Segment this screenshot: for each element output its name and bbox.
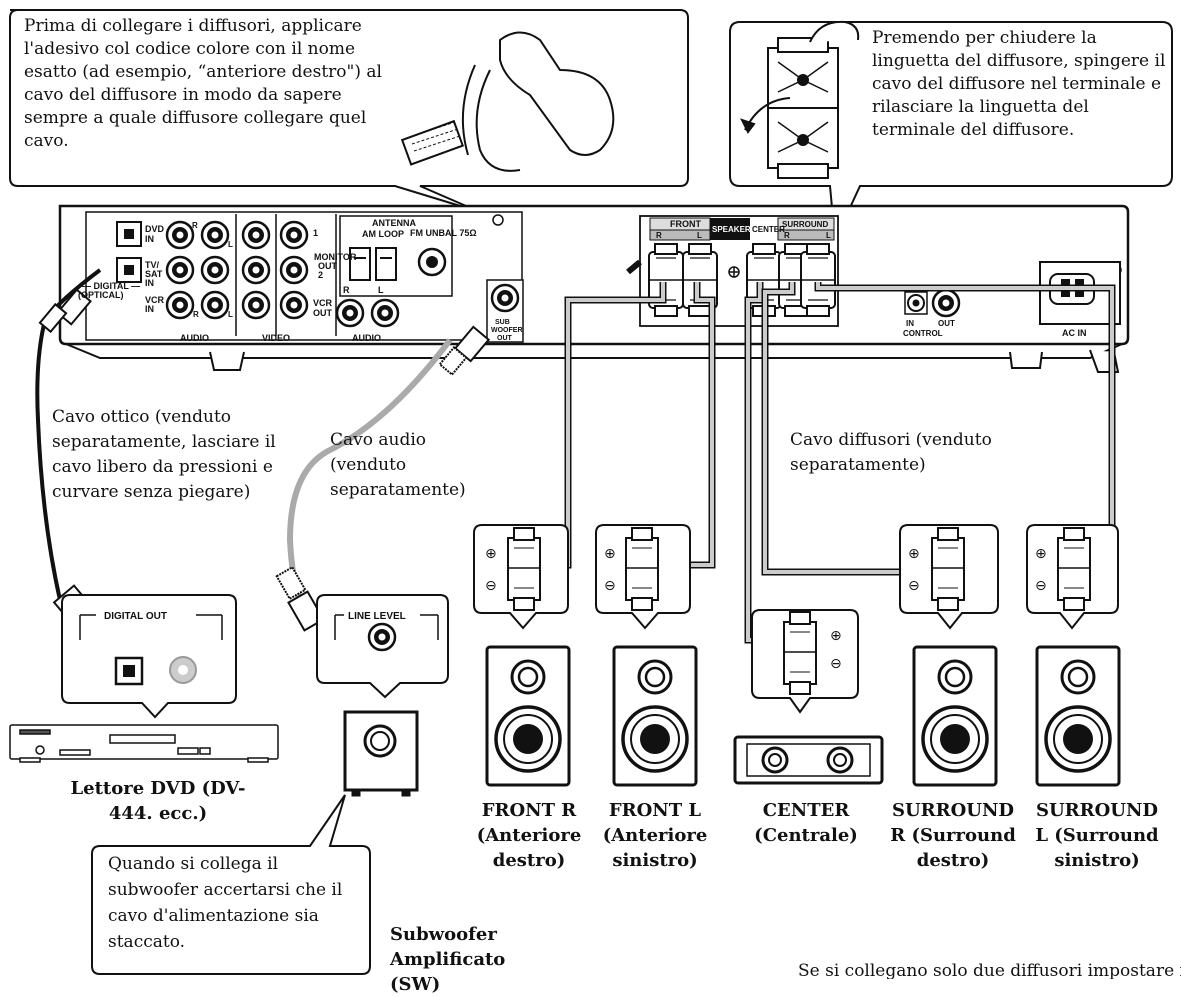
tv-sat-in-label: TV/ [145,260,160,270]
optical-input-tv-sat [116,257,142,283]
sub-woofer-out-label: SUB [495,319,510,326]
surround-l-speaker [1035,645,1121,787]
svg-text:IN: IN [145,234,154,244]
svg-text:L: L [826,231,831,240]
front-l-speaker [612,645,698,787]
dvd-player-illustration [9,724,279,763]
line-level-label: LINE LEVEL [348,611,406,622]
speakers-label: SPEAKERS [712,225,757,234]
audio-cable-label: Cavo audio (venduto separatamente) [330,430,466,500]
svg-text:OUT: OUT [313,308,333,318]
fm-unbal-label: FM UNBAL 75Ω [410,228,477,238]
front-r-terminal-box: ⊕⊖ [473,524,569,630]
svg-text:⊖: ⊖ [485,577,497,593]
audio-cable [275,325,491,632]
subwoofer-note-bubble [91,794,371,975]
audio-label: AUDIO [180,333,209,343]
control-in-label: IN [906,319,914,328]
svg-text:WOOFER: WOOFER [491,327,523,334]
svg-text:⊕: ⊕ [830,627,842,643]
svg-text:L: L [228,310,233,319]
subwoofer-out-jack [486,279,524,343]
svg-text:⊕: ⊕ [485,545,497,561]
svg-text:OUT: OUT [497,335,513,342]
digital-label: — DIGITAL — [82,281,140,291]
center-terminal-box: ⊕⊖ [751,609,859,714]
terminal-closeup-illustration [740,20,860,179]
svg-text:1: 1 [313,228,318,238]
svg-text:⊖: ⊖ [604,577,616,593]
svg-text:2: 2 [318,270,323,280]
subwoofer-label: Subwoofer Amplificato (SW) [390,924,506,995]
surround-l-terminal-box: ⊕⊖ [1026,524,1119,630]
svg-text:R: R [343,285,350,295]
optical-cable-label: Cavo ottico (venduto separatamente, lasc… [52,407,276,502]
hand-sticker-illustration [400,31,615,172]
control-label: CONTROL [903,329,943,338]
center-label: CENTER [752,225,785,234]
subwoofer-illustration [343,710,419,797]
svg-text:R: R [784,231,790,240]
svg-text:⊖: ⊖ [908,577,920,593]
surround-l-label: SURROUND L (Surround sinistro) [1035,800,1159,871]
fm-antenna-jack [417,247,447,277]
surround-label: SURROUND [782,220,828,229]
terminal-callout-text: Premendo per chiudere la linguetta del d… [872,28,1166,140]
ac-in-label: AC IN [1062,328,1087,338]
svg-text:SAT: SAT [145,269,163,279]
svg-text:⊕: ⊕ [604,545,616,561]
optical-input-dvd [116,221,142,247]
speaker-cable-label: Cavo diffusori (venduto separatamente) [790,430,992,475]
center-label-caption: CENTER (Centrale) [754,800,858,846]
svg-text:(OPTICAL): (OPTICAL) [78,290,124,300]
dvd-player-label: Lettore DVD (DV-444. ecc.) [70,778,246,824]
ac-inlet [1039,261,1121,325]
svg-text:R: R [193,310,199,319]
svg-text:⊕: ⊕ [908,545,920,561]
surround-r-label: SURROUND R (Surround destro) [890,800,1016,871]
front-r-label: FRONT R (Anteriore destro) [476,800,582,871]
bottom-note-text: Se si collegano solo due diffusori impos… [798,961,1181,979]
surround-r-speaker [912,645,998,787]
front-l-label: FRONT L (Anteriore sinistro) [602,800,708,871]
audio2-label: AUDIO [352,333,381,343]
svg-text:IN: IN [145,304,154,314]
sticker-callout-text: Prima di collegare i diffusori, applicar… [24,16,382,151]
digital-out-callout [61,594,237,719]
antenna-label: ANTENNA [372,218,416,228]
am-loop-terminals [349,247,397,281]
am-loop-label: AM LOOP [362,229,404,239]
line-level-callout [316,594,449,699]
vcr-in-label: VCR [145,295,165,305]
video-label: VIDEO [262,333,290,343]
front-r-speaker [485,645,571,787]
svg-text:R: R [192,221,198,230]
svg-text:⊖: ⊖ [1035,577,1047,593]
control-out-label: OUT [938,319,955,328]
svg-text:⊕: ⊕ [1035,545,1047,561]
svg-text:⊖: ⊖ [830,655,842,671]
subwoofer-note-text: Quando si collega il subwoofer accertars… [108,854,343,952]
svg-text:L: L [378,285,384,295]
digital-out-label: DIGITAL OUT [104,611,167,622]
svg-text:L: L [228,240,233,249]
svg-text:R: R [656,231,662,240]
dvd-in-label: DVD [145,224,165,234]
front-l-terminal-box: ⊕⊖ [595,524,691,630]
front-label: FRONT [670,219,701,229]
monitor-out-label: MONITOR [314,252,357,262]
svg-text:IN: IN [145,278,154,288]
svg-text:OUT: OUT [318,261,338,271]
surround-r-terminal-box: ⊕⊖ [899,524,999,630]
vcr-out-label: VCR [313,298,333,308]
control-jacks [904,288,961,318]
svg-text:L: L [697,231,702,240]
center-speaker [733,735,884,785]
